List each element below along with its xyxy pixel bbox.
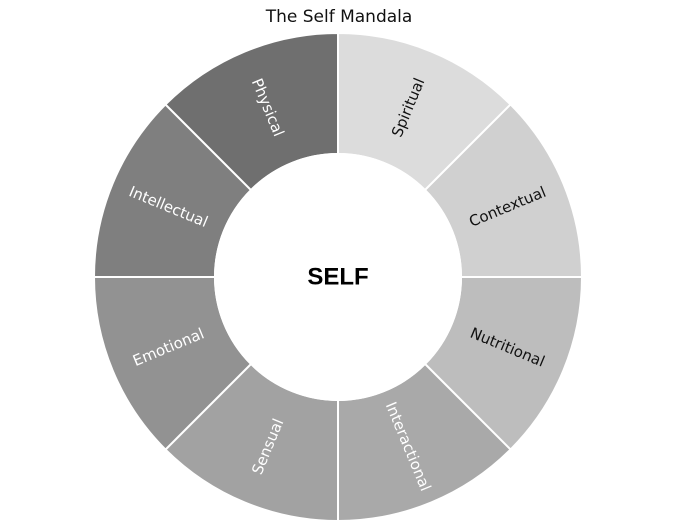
center-circle <box>214 153 462 401</box>
diagram-title: The Self Mandala <box>265 7 413 27</box>
mandala-segments: SpiritualContextualNutritionalInteractio… <box>92 31 584 523</box>
center-label: SELF <box>307 264 368 291</box>
